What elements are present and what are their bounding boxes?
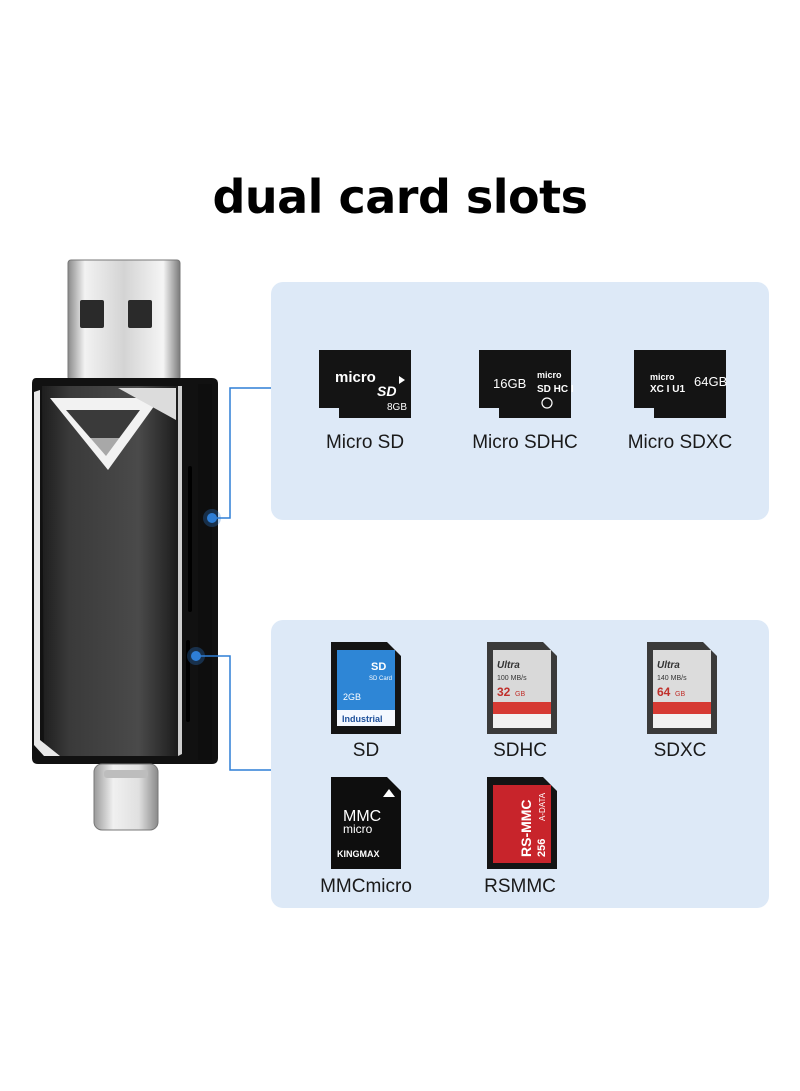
rsmmc-card-icon: RS-MMC 256 A-DATA (487, 777, 557, 869)
rsmmc-label: RSMMC (484, 876, 556, 897)
svg-text:2GB: 2GB (343, 692, 361, 702)
page-title: dual card slots (212, 170, 588, 224)
micro-sdhc-card-icon: 16GB micro SD HC I (479, 350, 573, 418)
svg-text:XC I U1: XC I U1 (650, 384, 685, 395)
svg-text:16GB: 16GB (493, 376, 526, 391)
svg-text:Industrial: Industrial (342, 714, 383, 724)
svg-text:100 MB/s: 100 MB/s (497, 675, 527, 682)
svg-text:micro: micro (343, 822, 373, 836)
sd-label: SD (352, 740, 380, 761)
svg-text:32: 32 (497, 685, 511, 699)
sdxc-label: SDXC (653, 740, 707, 761)
svg-text:SD: SD (371, 661, 386, 673)
svg-text:A-DATA: A-DATA (538, 792, 547, 821)
sdhc-label: SDHC (493, 740, 547, 761)
svg-text:GB: GB (515, 691, 525, 698)
slot-connector-lines (187, 387, 271, 771)
card-reader-device (32, 259, 218, 831)
svg-text:Ultra: Ultra (657, 660, 680, 671)
svg-text:SD: SD (377, 383, 396, 399)
svg-text:KINGMAX: KINGMAX (337, 849, 380, 859)
svg-text:SD Card: SD Card (369, 676, 392, 682)
mmcmicro-card-icon: MMC micro KINGMAX (331, 777, 401, 869)
svg-text:64: 64 (657, 685, 671, 699)
svg-text:140 MB/s: 140 MB/s (657, 675, 687, 682)
svg-text:SD HC I: SD HC I (537, 384, 573, 395)
svg-text:Ultra: Ultra (497, 660, 520, 671)
micro-sd-card-icon: micro SD 8GB (319, 350, 411, 418)
micro-sdxc-card-icon: micro XC I U1 64GB (634, 350, 727, 418)
svg-text:RS-MMC: RS-MMC (518, 799, 534, 857)
svg-text:8GB: 8GB (387, 402, 407, 413)
svg-text:256: 256 (536, 839, 548, 857)
mmcmicro-label: MMCmicro (320, 876, 412, 897)
micro-sdhc-label: Micro SDHC (472, 432, 578, 453)
sdhc-card-icon: Ultra 100 MB/s 32 GB (487, 642, 557, 734)
svg-text:micro: micro (537, 370, 562, 380)
reader-body (32, 378, 218, 764)
svg-text:micro: micro (335, 369, 376, 386)
micro-sdxc-label: Micro SDXC (627, 432, 733, 453)
svg-text:GB: GB (675, 691, 685, 698)
usb-c-plug (93, 763, 159, 831)
svg-text:micro: micro (650, 372, 675, 382)
sdxc-card-icon: Ultra 140 MB/s 64 GB (647, 642, 717, 734)
usb-a-plug (67, 259, 181, 381)
sd-card-icon: SD SD Card 2GB Industrial (331, 642, 401, 734)
svg-text:MMC: MMC (343, 808, 381, 825)
micro-sd-label: Micro SD (325, 432, 405, 453)
svg-text:64GB: 64GB (694, 374, 727, 389)
